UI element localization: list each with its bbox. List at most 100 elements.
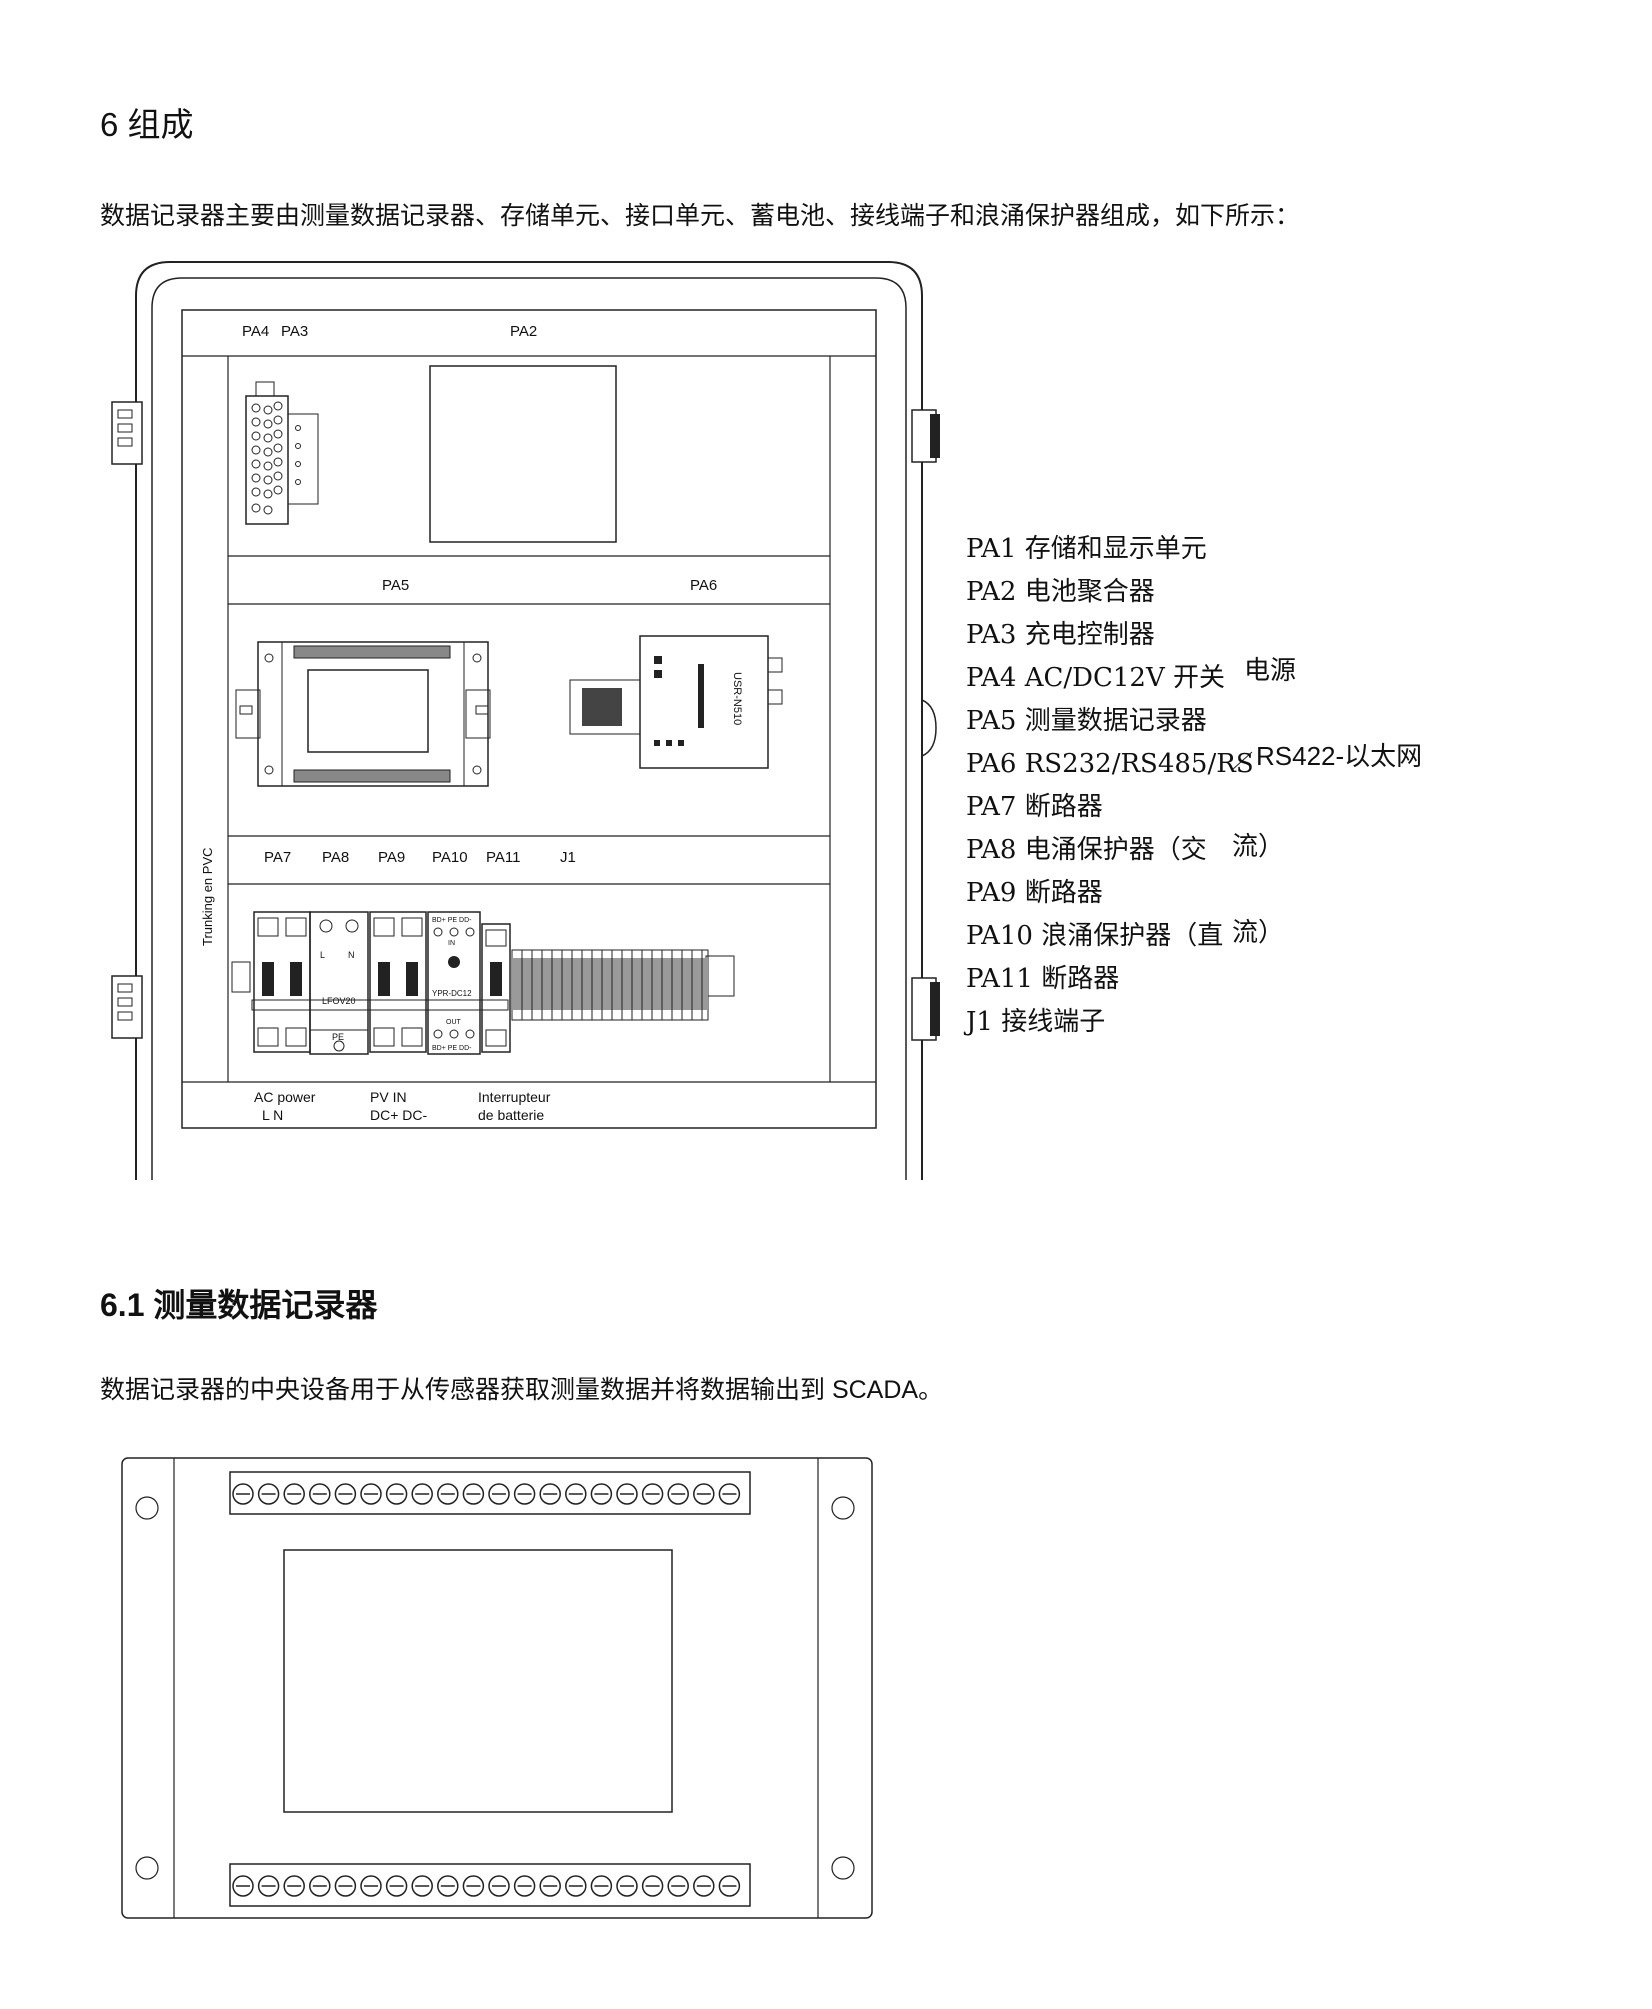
terminal-screw [411, 1483, 433, 1505]
pa5-datalogger [235, 641, 491, 787]
legend-item-pa6: PA6 RS232/RS485/RS [966, 749, 1254, 779]
terminal-screw [411, 1875, 433, 1897]
terminal-screw [488, 1875, 510, 1897]
din-rail-row: L N LFOV20 PE BD+ PE DD- IN YPR-DC12 OUT… [231, 911, 735, 1055]
terminal-screw [257, 1875, 280, 1897]
de-batterie-label: de batterie [478, 1107, 544, 1123]
pa6-serial-ethernet-converter: USR-N510 [569, 635, 783, 769]
dc-label: DC+ DC- [370, 1107, 428, 1123]
legend-item-pa4: PA4 AC/DC12V 开关 [966, 663, 1225, 693]
label-j1: J1 [560, 849, 576, 866]
legend-item-pa8: PA8 电涌保护器（交 [966, 835, 1207, 865]
intro-paragraph: 数据记录器主要由测量数据记录器、存储单元、接口单元、蓄电池、接线端子和浪涌保护器… [100, 201, 1301, 230]
bottom-terminal-screws [232, 1875, 741, 1897]
terminal-screw [257, 1483, 280, 1505]
pa3-pa4-terminal-block [245, 381, 319, 525]
terminal-screw [309, 1875, 331, 1897]
section-title: 6 组成 [100, 106, 194, 143]
terminal-screw [565, 1875, 587, 1897]
terminal-screw [283, 1875, 305, 1897]
left-hinge-top [111, 401, 143, 465]
top-terminal-screws [232, 1483, 741, 1505]
label-pa6: PA6 [690, 577, 717, 594]
terminal-screw [334, 1875, 357, 1897]
legend-item-j1: J1 接线端子 [966, 1007, 1106, 1037]
ac-power-label: AC power [254, 1089, 316, 1105]
legend-item-pa5: PA5 测量数据记录器 [966, 706, 1207, 736]
terminal-screw [693, 1483, 715, 1505]
label-pa11: PA11 [486, 849, 520, 866]
legend-item-pa11: PA11 断路器 [966, 964, 1120, 994]
label-pa10: PA10 [432, 849, 468, 866]
datalogger-detail [121, 1457, 873, 1919]
terminal-screw [718, 1875, 741, 1897]
legend-item-pa7: PA7 断路器 [966, 792, 1103, 822]
lfov-n: N [348, 950, 355, 960]
label-pa3: PA3 [281, 323, 308, 340]
usr-label: USR-N510 [731, 672, 743, 725]
ypr-top-terms: BD+ PE DD- [432, 917, 472, 924]
terminal-screw [590, 1875, 613, 1897]
legend-overflow-pa6: RS422-以太网 [1256, 741, 1423, 771]
terminal-screw [513, 1875, 536, 1897]
lfov-label: LFOV20 [322, 996, 356, 1006]
terminal-screw [462, 1483, 485, 1505]
lfov-pe: PE [332, 1032, 344, 1042]
ypr-out: OUT [446, 1019, 462, 1026]
terminal-screw [437, 1875, 459, 1897]
terminal-screw [513, 1483, 536, 1505]
pv-in-label: PV IN [370, 1089, 407, 1105]
lfov-l: L [320, 950, 325, 960]
terminal-screw [232, 1483, 254, 1505]
terminal-screw [539, 1875, 561, 1897]
terminal-screw [616, 1875, 638, 1897]
ypr-bottom-terms: BD+ PE DD- [432, 1045, 472, 1052]
terminal-screw [590, 1483, 613, 1505]
terminal-screw [641, 1483, 664, 1505]
label-pa9: PA9 [378, 849, 405, 866]
label-pa5: PA5 [382, 577, 409, 594]
ac-ln-label: L N [262, 1107, 283, 1123]
terminal-screw [667, 1875, 689, 1897]
pa2-battery-aggregator [429, 365, 617, 543]
legend-item-pa2: PA2 电池聚合器 [966, 577, 1155, 607]
terminal-screw [462, 1875, 485, 1897]
legend-overflow-pa4: 电源 [1244, 655, 1297, 685]
label-pa7: PA7 [264, 849, 291, 866]
terminal-screw [641, 1875, 664, 1897]
legend-item-pa10: PA10 浪涌保护器（直 [966, 921, 1224, 951]
terminal-screw [385, 1483, 408, 1505]
terminal-screw [385, 1875, 408, 1897]
terminal-screw [539, 1483, 561, 1505]
terminal-screw [616, 1483, 638, 1505]
subsection-paragraph: 数据记录器的中央设备用于从传感器获取测量数据并将数据输出到 SCADA。 [100, 1376, 944, 1404]
terminal-screw [360, 1875, 382, 1897]
label-pa4: PA4 [242, 323, 269, 340]
legend-item-pa9: PA9 断路器 [966, 878, 1103, 908]
legend-item-pa3: PA3 充电控制器 [966, 620, 1155, 650]
terminal-screw [232, 1875, 254, 1897]
right-latch-top [911, 409, 940, 463]
ypr-in: IN [448, 940, 455, 947]
terminal-screw [488, 1483, 510, 1505]
terminal-screw [334, 1483, 357, 1505]
ypr-label: YPR-DC12 [432, 989, 472, 998]
label-pa8: PA8 [322, 849, 349, 866]
trunking-label: Trunking en PVC [200, 847, 215, 946]
label-pa2: PA2 [510, 323, 537, 340]
legend-overflow-pa8: 流） [1232, 831, 1285, 861]
terminal-screw [693, 1875, 715, 1897]
interrupteur-label: Interrupteur [478, 1089, 551, 1105]
terminal-screw [437, 1483, 459, 1505]
terminal-screw [309, 1483, 331, 1505]
terminal-screw [565, 1483, 587, 1505]
terminal-screw [667, 1483, 689, 1505]
component-legend: PA1 存储和显示单元 PA2 电池聚合器 PA3 充电控制器 PA4 AC/D… [966, 528, 1254, 1044]
right-latch-bottom [911, 977, 940, 1041]
subsection-title: 6.1 测量数据记录器 [100, 1287, 378, 1323]
legend-overflow-pa10: 流） [1232, 917, 1285, 947]
terminal-screw [283, 1483, 305, 1505]
left-hinge-bottom [111, 975, 143, 1039]
terminal-screw [718, 1483, 741, 1505]
